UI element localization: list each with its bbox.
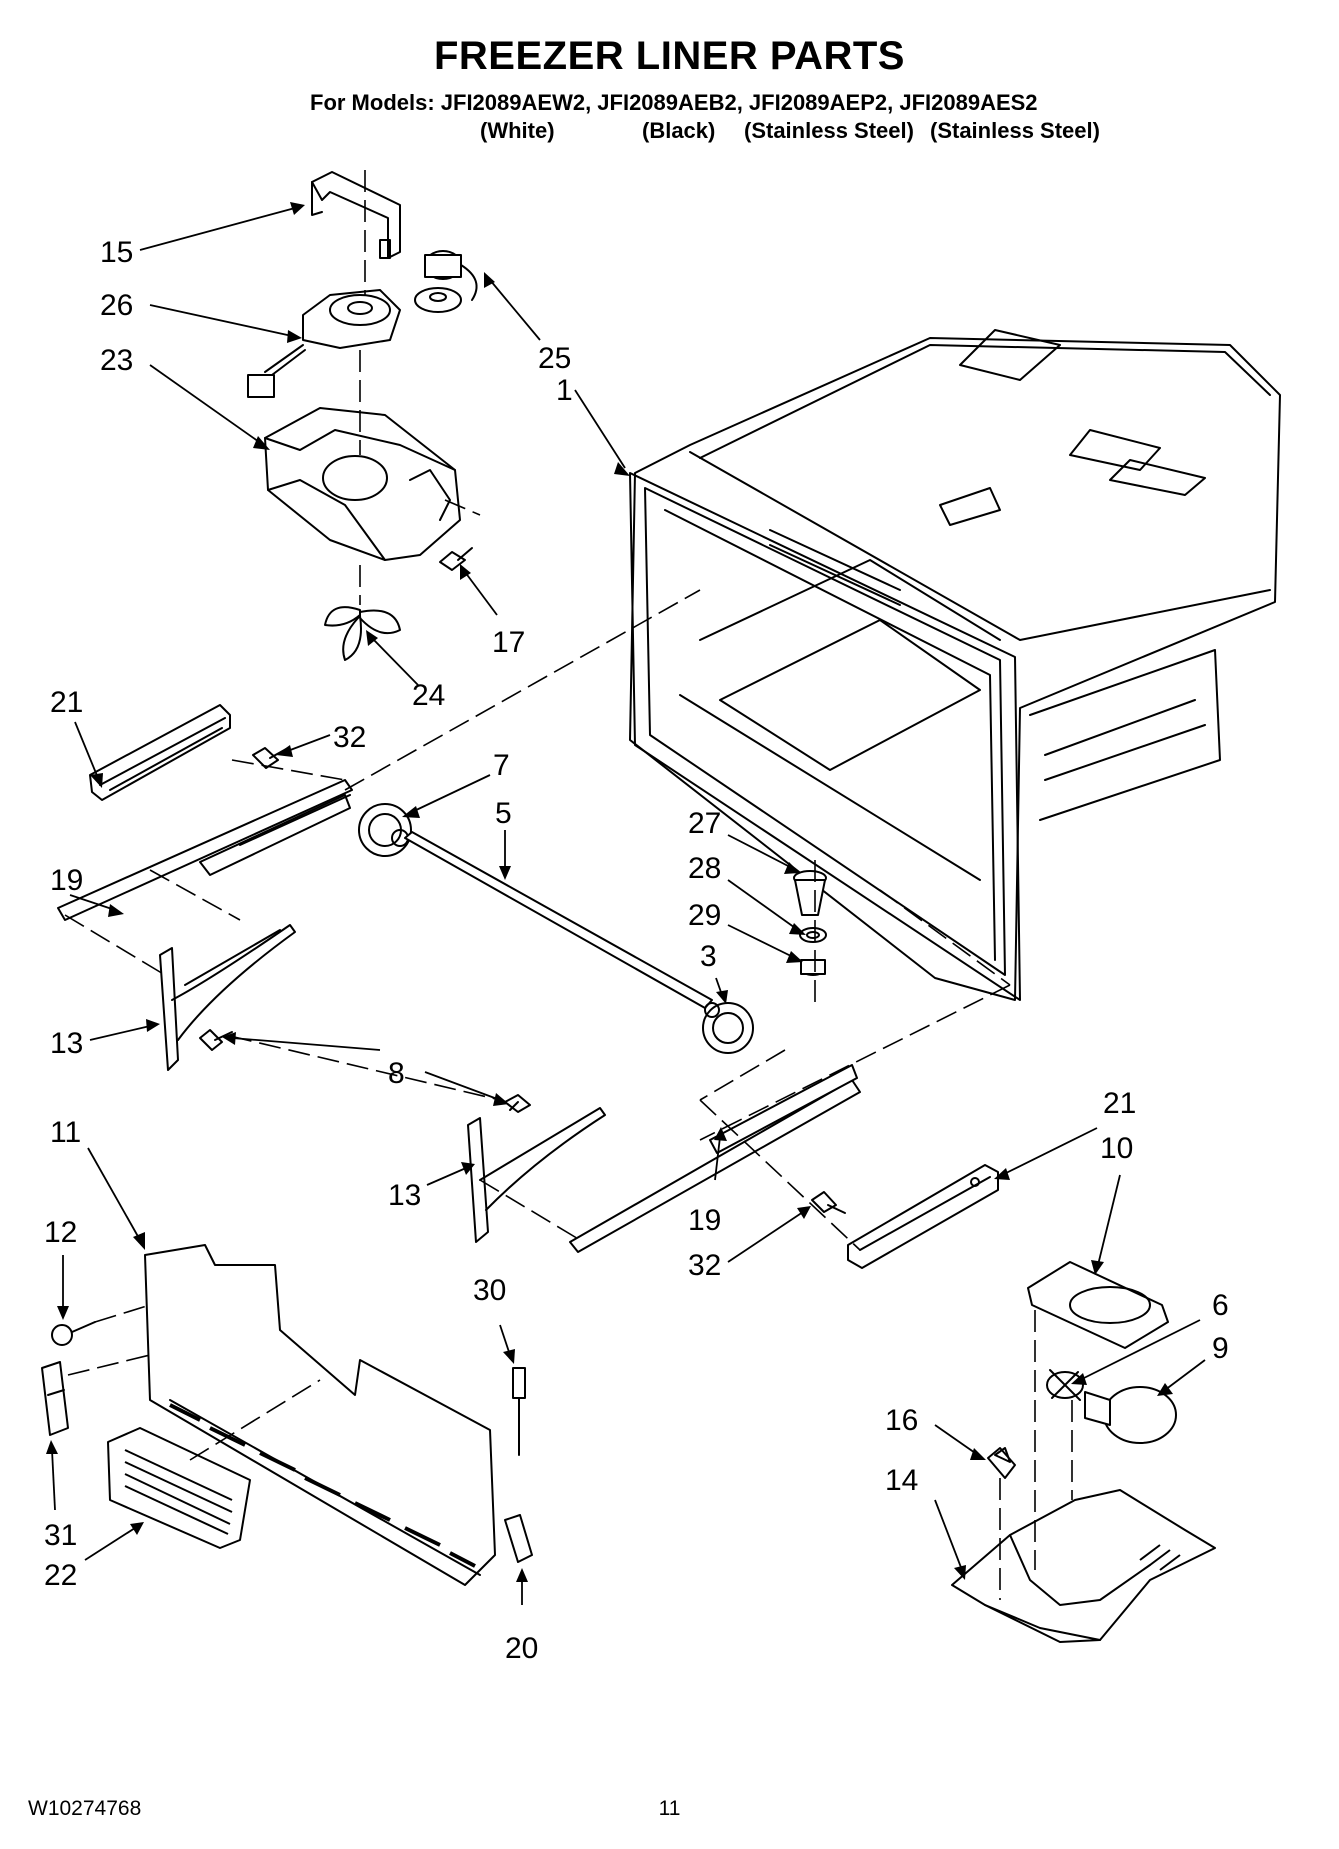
variant-stainless-1: (Stainless Steel) (744, 118, 914, 143)
part-light-housing (951, 1489, 1216, 1643)
callout-10: 10 (1100, 1132, 1133, 1165)
callout-16: 16 (885, 1404, 918, 1437)
part-cap-29 (800, 959, 826, 976)
callout-labels: 15 26 23 25 1 17 24 21 32 7 5 19 27 28 2… (44, 236, 1229, 1665)
part-fan-blade (324, 606, 401, 661)
part-cup-27 (793, 870, 827, 916)
callout-20: 20 (505, 1632, 538, 1665)
part-screw-8a (199, 1029, 233, 1051)
part-fan-bracket (311, 171, 401, 259)
page-title: FREEZER LINER PARTS (433, 34, 905, 78)
part-rail-bracket-left (89, 704, 231, 801)
callout-21-upper: 21 (50, 686, 83, 719)
part-switch (987, 1447, 1016, 1479)
callout-13-upper: 13 (50, 1027, 83, 1060)
part-fan-motor (247, 289, 401, 398)
callout-25: 25 (538, 342, 571, 375)
callout-31: 31 (44, 1519, 77, 1552)
callout-1: 1 (556, 374, 573, 407)
part-slide-rail-right (569, 1064, 861, 1253)
callout-27: 27 (688, 807, 721, 840)
part-probe (512, 1367, 526, 1456)
callout-14: 14 (885, 1464, 918, 1497)
part-slide-rail-left (57, 779, 353, 921)
callout-12: 12 (44, 1216, 77, 1249)
part-strip (504, 1514, 533, 1563)
variant-white: (White) (480, 118, 555, 143)
part-rail-bracket-right (847, 1164, 999, 1269)
variant-stainless-2: (Stainless Steel) (930, 118, 1100, 143)
callout-24: 24 (412, 679, 445, 712)
part-freezer-liner (629, 329, 1281, 1001)
part-bracket-13b (467, 1107, 606, 1243)
callout-22: 22 (44, 1559, 77, 1592)
part-bulb (1084, 1386, 1177, 1444)
callout-19-upper: 19 (50, 864, 83, 897)
callout-32-upper: 32 (333, 721, 366, 754)
models-line: For Models: JFI2089AEW2, JFI2089AEB2, JF… (310, 90, 1038, 115)
callout-32-lower: 32 (688, 1249, 721, 1282)
part-light-cover (1027, 1261, 1169, 1349)
callout-30: 30 (473, 1274, 506, 1307)
callout-6: 6 (1212, 1289, 1229, 1322)
document-number: W10274768 (28, 1797, 142, 1820)
part-ring-28 (799, 927, 827, 943)
variant-black: (Black) (642, 118, 716, 143)
part-screw-12 (51, 1321, 96, 1346)
part-gear-right (702, 1002, 754, 1054)
callout-21-lower: 21 (1103, 1087, 1136, 1120)
callout-19-lower: 19 (688, 1204, 721, 1237)
part-screw-8b (504, 1094, 531, 1113)
callout-8: 8 (388, 1057, 405, 1090)
part-screw-32b (811, 1191, 846, 1214)
callout-23: 23 (100, 344, 133, 377)
part-sensor (414, 250, 478, 313)
part-screw-17 (439, 547, 473, 571)
callout-15: 15 (100, 236, 133, 269)
callout-13-lower: 13 (388, 1179, 421, 1212)
callout-3: 3 (700, 940, 717, 973)
part-fan-housing (264, 407, 481, 561)
part-shaft (404, 831, 713, 1009)
callout-26: 26 (100, 289, 133, 322)
part-socket (1046, 1369, 1084, 1401)
callout-9: 9 (1212, 1332, 1229, 1365)
callout-29: 29 (688, 899, 721, 932)
callout-leaders (46, 202, 1206, 1605)
callout-5: 5 (495, 797, 512, 830)
callout-28: 28 (688, 852, 721, 885)
page-number: 11 (658, 1797, 681, 1820)
callout-11: 11 (50, 1116, 81, 1149)
assembly-lines (64, 170, 1073, 1600)
callout-7: 7 (493, 749, 510, 782)
part-bracket-13a (159, 924, 296, 1071)
part-grille (107, 1427, 251, 1549)
callout-17: 17 (492, 626, 525, 659)
part-clip-31 (41, 1361, 69, 1436)
part-gear-left (358, 803, 412, 857)
